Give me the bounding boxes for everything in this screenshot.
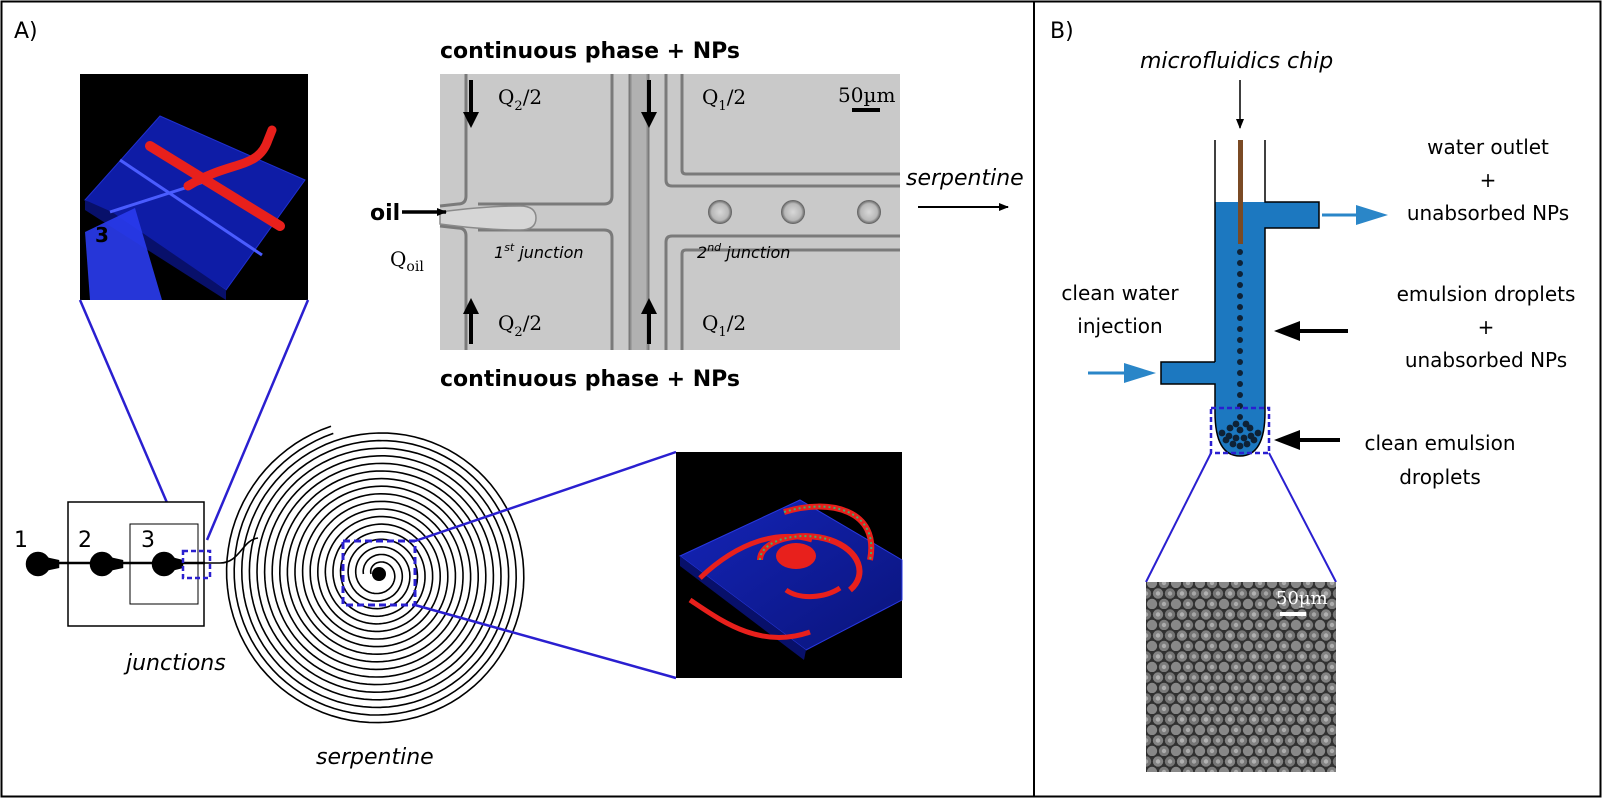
panel-b-label: B) (1050, 19, 1074, 44)
q-oil-label: Qoil (390, 247, 424, 275)
settled-droplet (1218, 429, 1226, 437)
settled-droplet (1243, 440, 1251, 448)
junctions-label: junctions (123, 651, 226, 676)
oil-label: oil (370, 201, 400, 226)
micrograph-b-scale-label: 50µm (1276, 588, 1328, 609)
settled-droplet (1236, 442, 1244, 450)
droplets-zoom-box (1209, 406, 1271, 455)
column-droplet (1237, 282, 1243, 288)
settled-droplet (1225, 432, 1233, 440)
water-outlet-label: water outlet (1427, 135, 1549, 159)
chip-label-1: 1 (14, 528, 28, 553)
serpentine-label: serpentine (316, 745, 434, 770)
settled-droplet (1242, 420, 1250, 428)
junction-render-inset: 3 (80, 74, 308, 300)
unabsorbed-nps-label-2: unabsorbed NPs (1405, 348, 1567, 372)
serpentine-zoom-box (341, 539, 417, 607)
junction-zoom-box (181, 549, 212, 580)
settled-droplet (1236, 426, 1244, 434)
spiral-channel (225, 425, 525, 724)
chip-schematic (25, 501, 205, 627)
q2-top-label: Q2/2 (498, 85, 542, 114)
zoom-line (1268, 452, 1337, 583)
column-droplet (1237, 260, 1243, 266)
settled-droplet (1240, 434, 1248, 442)
settled-droplet (1226, 424, 1234, 432)
unabsorbed-nps-label-1: unabsorbed NPs (1407, 201, 1569, 225)
plus-2: + (1478, 315, 1495, 339)
emulsion-arrow (1274, 321, 1348, 341)
column-droplet (1237, 249, 1243, 255)
clean-emulsion-label: clean emulsion (1364, 431, 1515, 455)
column-droplet (1237, 348, 1243, 354)
water-outlet-arrow (1322, 205, 1388, 225)
microfluidics-chip-label: microfluidics chip (1140, 49, 1333, 74)
continuous-phase-top: continuous phase + NPs (440, 39, 740, 64)
chip-to-spiral-channel (205, 537, 259, 564)
column-droplet (1237, 271, 1243, 277)
column-droplet (1237, 414, 1243, 420)
second-junction-label: 2nd junction (697, 241, 790, 262)
column-droplet (1237, 337, 1243, 343)
emulsion-micrograph (1146, 582, 1336, 772)
settled-droplet (1229, 440, 1237, 448)
column-droplet (1237, 392, 1243, 398)
inset-number-3: 3 (95, 223, 109, 247)
zoom-line (205, 299, 310, 541)
plus-1: + (1480, 168, 1497, 192)
spiral-outlet (372, 567, 386, 581)
emulsion-droplets-label: emulsion droplets (1397, 282, 1576, 306)
water-injection-arrow (1088, 363, 1156, 383)
settled-droplet (1254, 429, 1262, 437)
serpentine-render-inset (676, 452, 903, 678)
clean-emulsion-arrow (1274, 430, 1340, 450)
q2-bottom-label: Q2/2 (498, 311, 542, 340)
column-droplet (1237, 381, 1243, 387)
column-droplet (1237, 370, 1243, 376)
junction-micrograph (439, 74, 900, 350)
chip-label-3: 3 (141, 528, 155, 553)
spiral-channel (233, 432, 518, 716)
panel-a-label: A) (14, 19, 38, 44)
zoom-line (1145, 452, 1212, 583)
separation-column (1160, 140, 1320, 457)
column-droplet (1237, 359, 1243, 365)
continuous-phase-bottom: continuous phase + NPs (440, 367, 740, 392)
settled-droplet (1232, 434, 1240, 442)
column-droplet (1237, 326, 1243, 332)
chip-label-2: 2 (78, 528, 92, 553)
settled-droplet (1247, 432, 1255, 440)
zoom-line (414, 450, 677, 543)
q1-bottom-label: Q1/2 (702, 311, 746, 340)
droplets-label: droplets (1399, 465, 1481, 489)
settled-droplet (1232, 420, 1240, 428)
column-droplet (1237, 304, 1243, 310)
first-junction-label: 1st junction (494, 241, 584, 262)
column-droplet (1237, 293, 1243, 299)
serpentine-spiral (205, 425, 525, 724)
injection-label: injection (1077, 314, 1162, 338)
column-droplet (1237, 315, 1243, 321)
serpentine-arrow-label: serpentine (906, 166, 1024, 191)
zoom-line (414, 603, 677, 680)
zoom-line (78, 299, 185, 541)
micrograph-scale-label: 50µm (838, 83, 895, 107)
clean-water-label: clean water (1061, 281, 1179, 305)
q1-top-label: Q1/2 (702, 85, 746, 114)
